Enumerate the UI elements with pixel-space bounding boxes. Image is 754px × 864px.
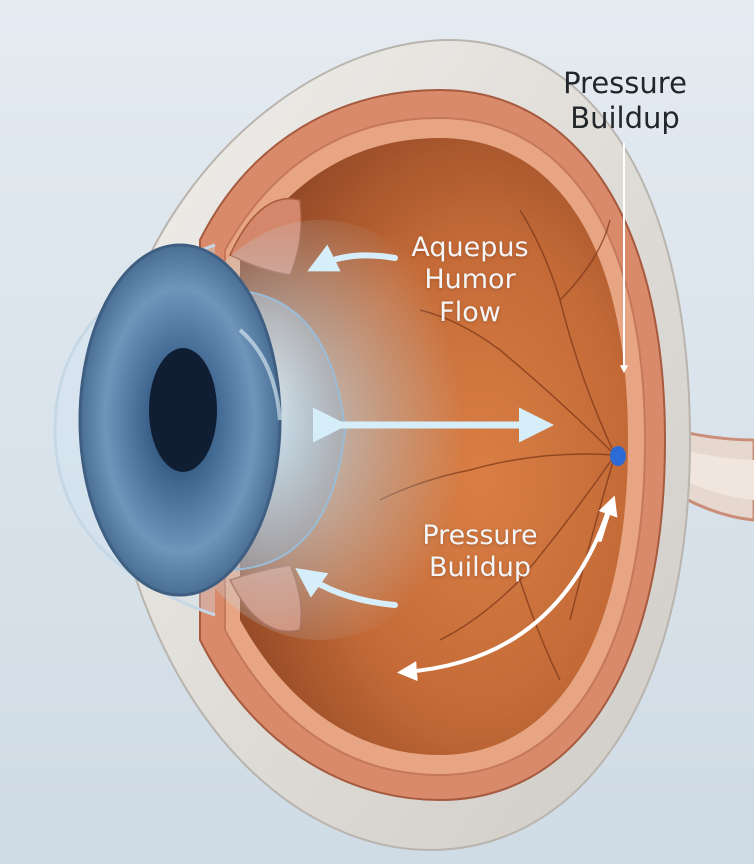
- pressure-buildup-label-mid-line2: Buildup: [428, 552, 532, 584]
- retinal-blood-vessels: [379, 209, 616, 681]
- pressure-buildup-label-top-line2: Buildup: [570, 100, 680, 135]
- pressure-buildup-label-top: Pressure Buildup: [540, 66, 710, 136]
- pupil: [149, 348, 217, 472]
- aqueous-humor-flow-label-line2: Humor: [424, 264, 516, 296]
- aqueous-humor-flow-label-line3: Flow: [439, 296, 501, 328]
- aqueous-humor-flow-label: Aquepus Humor Flow: [400, 232, 540, 329]
- pressure-curve-arrow-start: [598, 495, 618, 542]
- pressure-buildup-label-mid-line1: Pressure: [422, 520, 538, 551]
- optic-disc: [610, 446, 626, 466]
- pressure-buildup-label-mid: Pressure Buildup: [390, 520, 570, 585]
- pressure-buildup-label-top-line1: Pressure: [563, 66, 687, 100]
- aqueous-flow-arrow-lower: [295, 568, 398, 608]
- iris-highlight: [238, 328, 282, 421]
- pressure-curve-arrow: [397, 503, 612, 682]
- aqueous-flow-arrow-upper: [307, 244, 398, 272]
- aqueous-humor-flow-label-line1: Aquepus: [411, 232, 529, 263]
